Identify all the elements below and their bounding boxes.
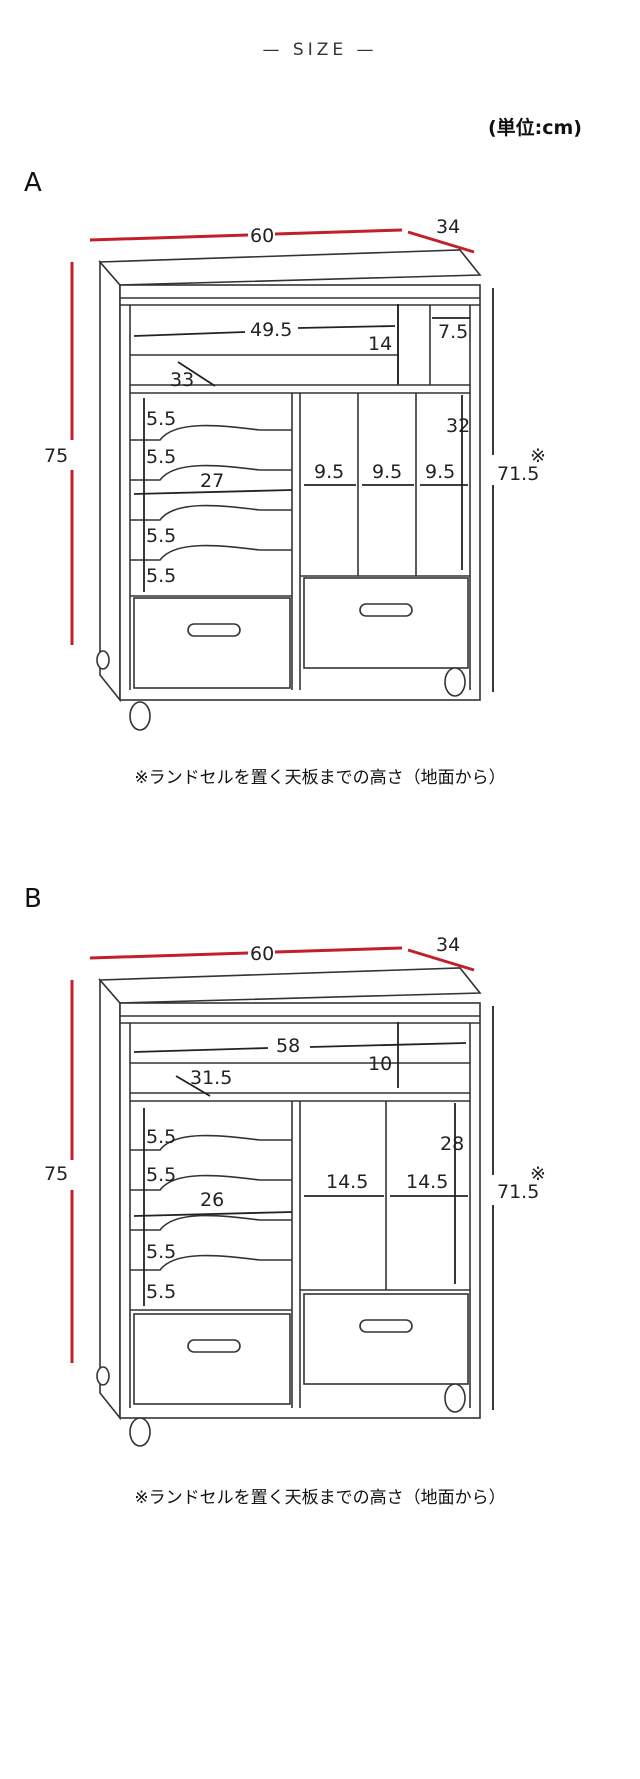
note-mark: ※ [530, 1163, 546, 1185]
height-label: 75 [44, 445, 68, 467]
tray-width-label: 26 [200, 1189, 224, 1211]
top-right-width-label: 7.5 [438, 321, 468, 343]
width-label: 60 [250, 943, 274, 965]
height-label: 75 [44, 1163, 68, 1185]
slot-width-label: 14.5 [406, 1171, 448, 1193]
tray-height-label: 5.5 [146, 408, 176, 430]
variant-a-label: A [24, 168, 42, 198]
slot-width-label: 14.5 [326, 1171, 368, 1193]
top-inner-width-label: 49.5 [250, 319, 292, 341]
variant-b-dimension-lines [70, 946, 475, 1363]
tray-height-label: 5.5 [146, 1126, 176, 1148]
variant-a-diagram: 60 34 75 71.5 ※ 49.5 14 7.5 33 5.5 5.5 2… [44, 216, 546, 731]
tray-height-label: 5.5 [146, 446, 176, 468]
tray-height-label: 5.5 [146, 1164, 176, 1186]
depth-label: 34 [436, 216, 460, 238]
slot-height-label: 32 [446, 415, 470, 437]
note-mark: ※ [530, 445, 546, 467]
variant-b-note: ※ランドセルを置く天板までの高さ（地面から） [134, 1488, 506, 1508]
slot-width-label: 9.5 [425, 461, 455, 483]
top-depth-label: 31.5 [190, 1067, 232, 1089]
top-inner-height-label: 14 [368, 333, 392, 355]
tray-height-label: 5.5 [146, 525, 176, 547]
shelf-height-label: 71.5 [497, 1181, 539, 1203]
variant-b-label: B [24, 884, 42, 914]
depth-label: 34 [436, 934, 460, 956]
cabinet-b-body [96, 967, 482, 1447]
top-inner-width-label: 58 [276, 1035, 300, 1057]
variant-b-diagram: 60 34 75 71.5 ※ 58 10 31.5 5.5 5.5 26 5.… [44, 934, 546, 1447]
size-heading: — SIZE — [262, 40, 378, 60]
shelf-height-label: 71.5 [497, 463, 539, 485]
slot-width-label: 9.5 [314, 461, 344, 483]
tray-height-label: 5.5 [146, 1281, 176, 1303]
variant-a-dimension-lines [70, 228, 475, 645]
slot-width-label: 9.5 [372, 461, 402, 483]
tray-width-label: 27 [200, 470, 224, 492]
cabinet-a-body [96, 249, 482, 731]
top-inner-height-label: 10 [368, 1053, 392, 1075]
unit-label: (単位:cm) [487, 117, 582, 139]
variant-a-internal-dimension-lines [133, 288, 494, 692]
variant-a-note: ※ランドセルを置く天板までの高さ（地面から） [134, 768, 506, 788]
slot-height-label: 28 [440, 1133, 464, 1155]
top-depth-label: 33 [170, 369, 194, 391]
variant-b-internal-dimension-lines [133, 1006, 494, 1410]
width-label: 60 [250, 225, 274, 247]
tray-height-label: 5.5 [146, 1241, 176, 1263]
tray-height-label: 5.5 [146, 565, 176, 587]
